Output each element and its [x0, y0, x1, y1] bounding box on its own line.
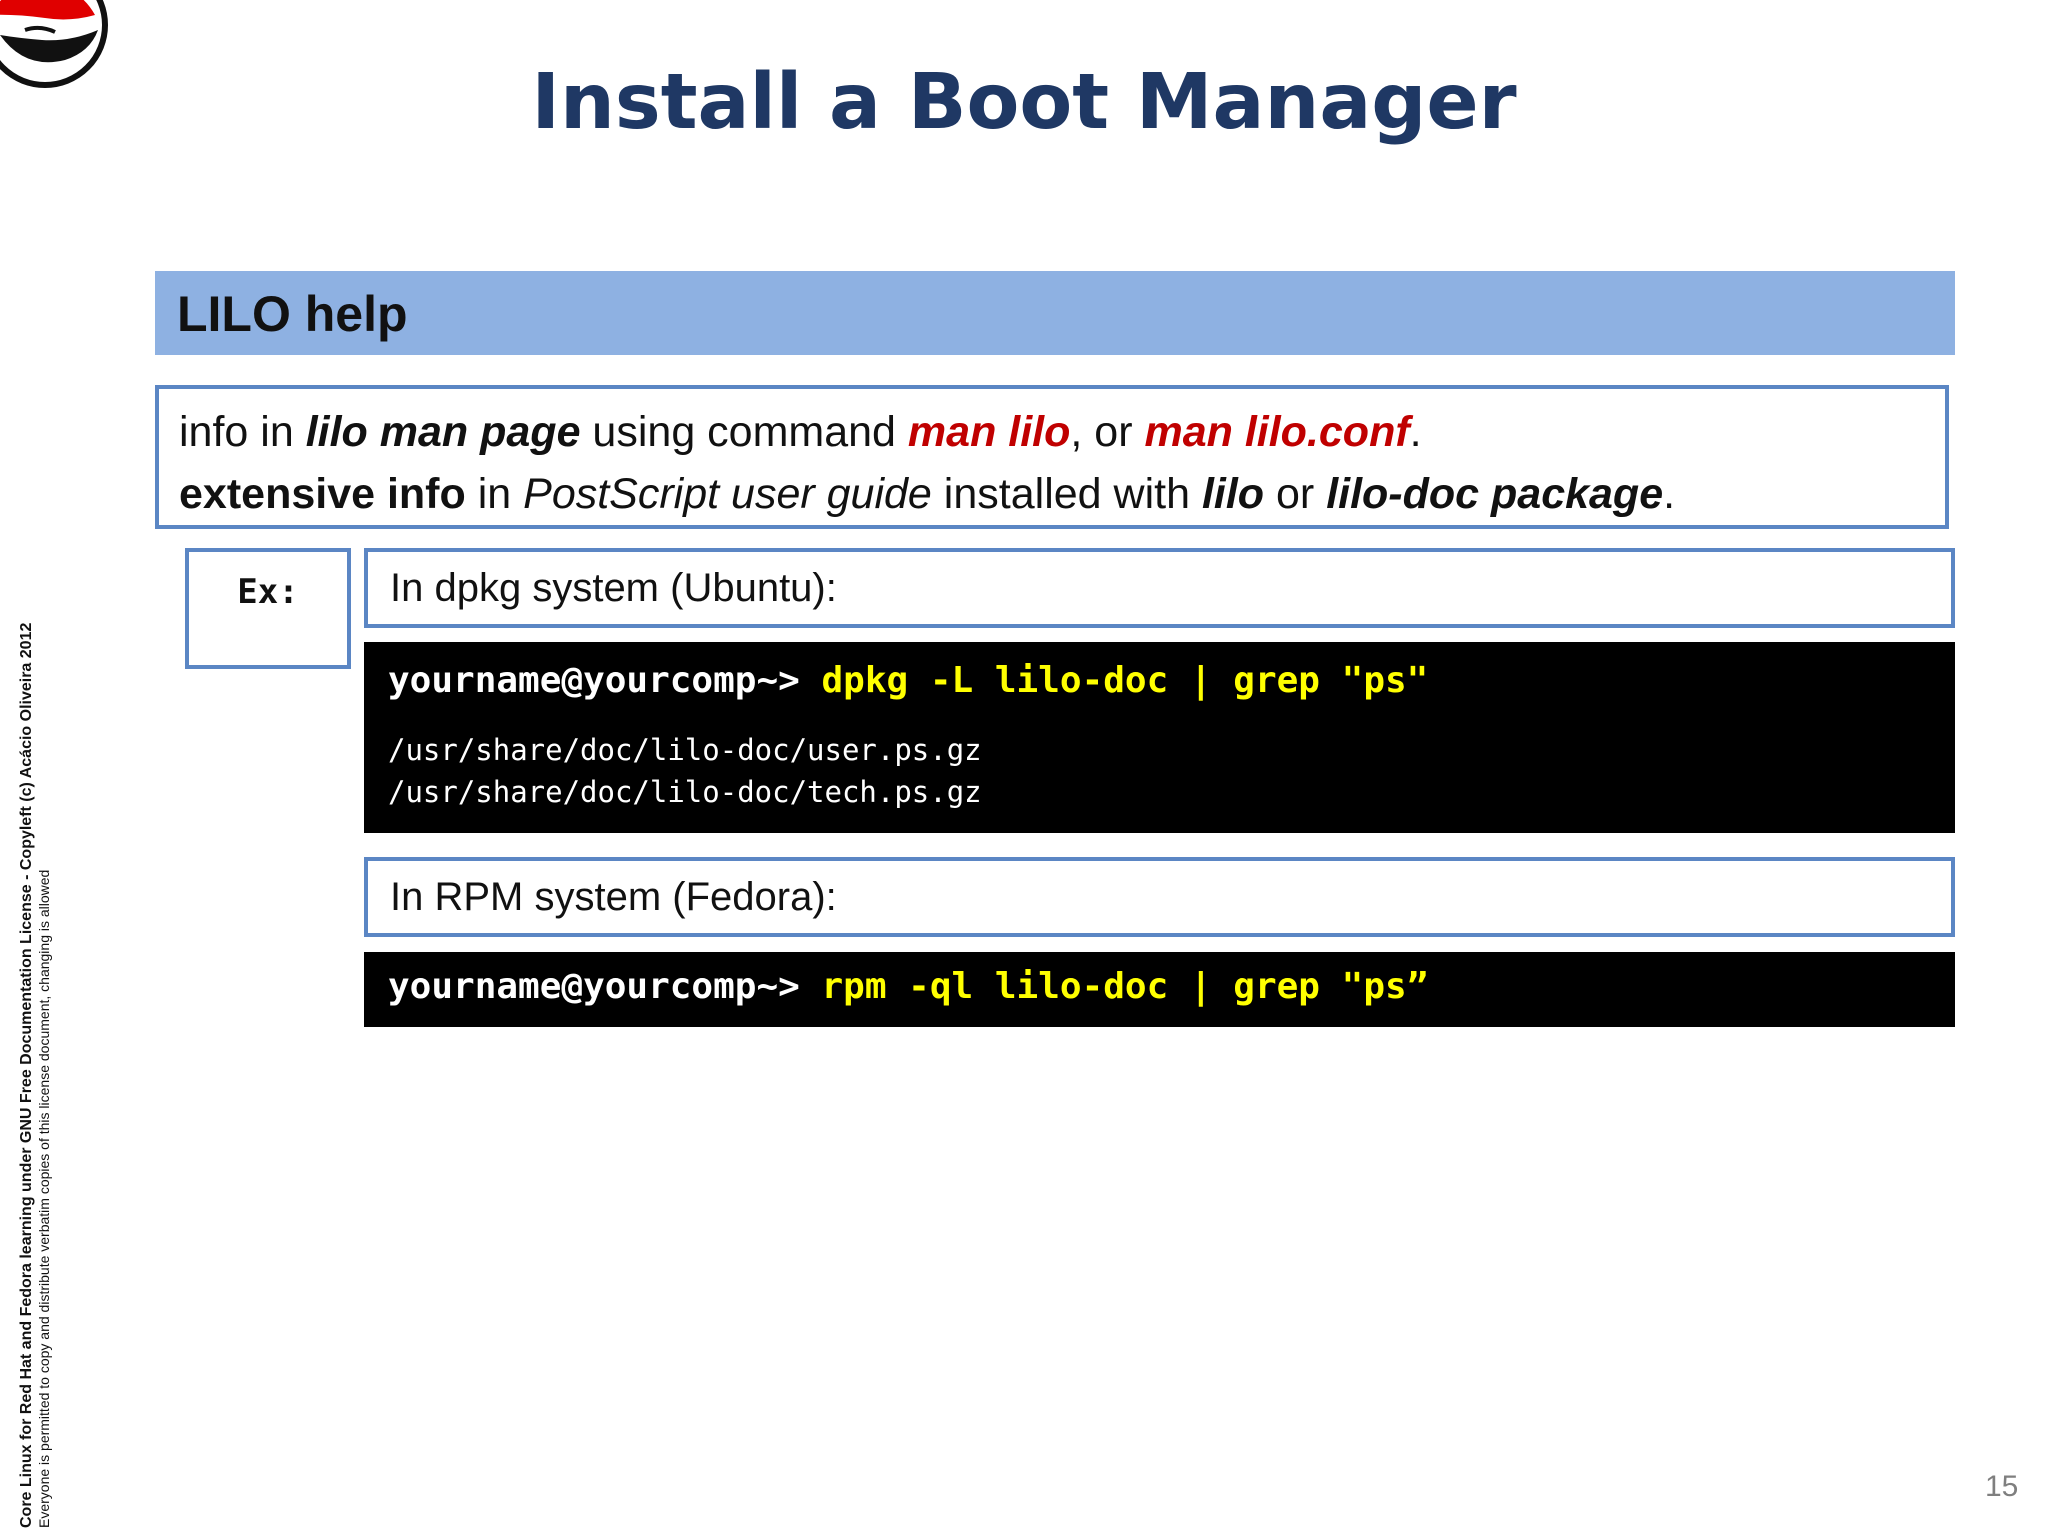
info-line-2: extensive info in PostScript user guide … [179, 463, 1925, 525]
info-text: or [1264, 470, 1327, 518]
slide-title: Install a Boot Manager [531, 58, 1517, 147]
command-man-lilo-conf: man lilo.conf [1144, 408, 1410, 456]
section-heading: LILO help [177, 286, 408, 342]
info-emphasis: lilo man page [305, 408, 581, 456]
info-text: installed with [931, 470, 1202, 518]
page-number: 15 [1985, 1470, 2019, 1503]
info-emphasis: lilo [1201, 470, 1265, 518]
info-box: info in lilo man page using command man … [155, 385, 1949, 529]
rpm-command: rpm -ql lilo-doc | grep "ps” [821, 966, 1429, 1007]
info-text: , or [1070, 408, 1145, 456]
rpm-terminal: yourname@yourcomp~> rpm -ql lilo-doc | g… [364, 952, 1955, 1027]
section-heading-bar: LILO help [155, 271, 1955, 355]
rpm-command-line: yourname@yourcomp~> rpm -ql lilo-doc | g… [388, 966, 1955, 1007]
terminal-output-line: /usr/share/doc/lilo-doc/user.ps.gz [388, 733, 982, 767]
info-italic: PostScript user guide [523, 470, 932, 518]
info-text: in [465, 470, 524, 518]
license-line: Core Linux for Red Hat and Fedora learni… [18, 622, 35, 1528]
info-emphasis: lilo-doc package [1326, 470, 1664, 518]
info-emphasis: extensive info [179, 470, 466, 518]
shell-prompt: yourname@yourcomp~> [388, 966, 822, 1007]
info-text: . [1409, 408, 1422, 456]
shell-prompt: yourname@yourcomp~> [388, 660, 822, 701]
info-text: info in [179, 408, 306, 456]
dpkg-command-line: yourname@yourcomp~> dpkg -L lilo-doc | g… [388, 660, 1955, 701]
permission-line: Everyone is permitted to copy and distri… [36, 869, 52, 1528]
dpkg-terminal: yourname@yourcomp~> dpkg -L lilo-doc | g… [364, 642, 1955, 833]
command-man-lilo: man lilo [907, 408, 1071, 456]
info-text: . [1663, 470, 1676, 518]
example-label-box: Ex: [185, 548, 351, 669]
dpkg-command: dpkg -L lilo-doc | grep "ps" [821, 660, 1429, 701]
rpm-label-box: In RPM system (Fedora): [364, 857, 1955, 937]
dpkg-label-box: In dpkg system (Ubuntu): [364, 548, 1955, 628]
terminal-output-line: /usr/share/doc/lilo-doc/tech.ps.gz [388, 775, 982, 809]
info-line-1: info in lilo man page using command man … [179, 401, 1925, 463]
license-sidebar: Core Linux for Red Hat and Fedora learni… [18, 623, 52, 1528]
info-text: using command [580, 408, 908, 456]
redhat-logo [0, 0, 108, 88]
